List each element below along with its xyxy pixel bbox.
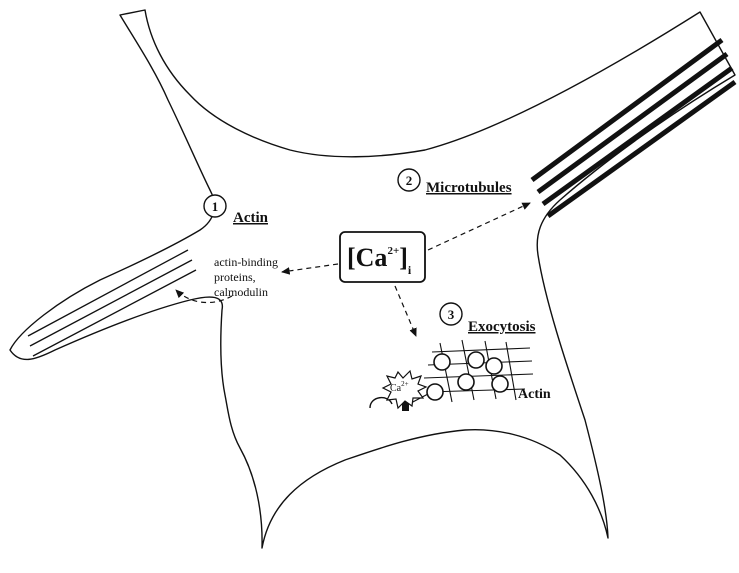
section-3-title: Exocytosis	[468, 319, 536, 335]
actin-binding-line-1: actin-binding	[214, 255, 278, 269]
section-actin: 1 Actin	[204, 195, 269, 226]
actin-binding-line-3: calmodulin	[214, 285, 268, 299]
actin-binding-label: actin-binding proteins, calmodulin	[214, 255, 278, 299]
arrow-to-actin-binding	[282, 264, 338, 272]
calcium-burst-base: Ca	[390, 383, 402, 394]
arrow-to-exocytosis	[395, 286, 416, 336]
svg-text:[Ca2+]i: [Ca2+]i	[347, 243, 412, 277]
exocytosis-actin-label: Actin	[518, 387, 551, 402]
actin-binding-line-2: proteins,	[214, 270, 256, 284]
vesicle	[427, 384, 443, 400]
vesicle	[486, 358, 502, 374]
actin-filaments-left	[28, 250, 196, 356]
section-1-title: Actin	[233, 210, 269, 226]
section-1-number: 1	[212, 199, 219, 214]
arrow-to-microtubules	[428, 203, 530, 250]
calcium-superscript: 2+	[387, 245, 399, 257]
vesicles	[427, 352, 508, 400]
vesicle	[468, 352, 484, 368]
vesicle	[434, 354, 450, 370]
section-2-number: 2	[406, 173, 413, 188]
vesicle	[492, 376, 508, 392]
calcium-burst-superscript: 2+	[401, 380, 409, 388]
calcium-close-bracket: ]	[399, 243, 408, 272]
section-3-number: 3	[448, 307, 455, 322]
section-exocytosis: 3 Exocytosis	[440, 303, 536, 335]
section-2-title: Microtubules	[426, 180, 512, 196]
calcium-concentration-box: [Ca2+]i	[340, 232, 425, 282]
calcium-base-text: [Ca	[347, 243, 387, 272]
section-microtubules: 2 Microtubules	[398, 169, 512, 196]
vesicle	[458, 374, 474, 390]
microtubule-bundle	[532, 40, 735, 216]
